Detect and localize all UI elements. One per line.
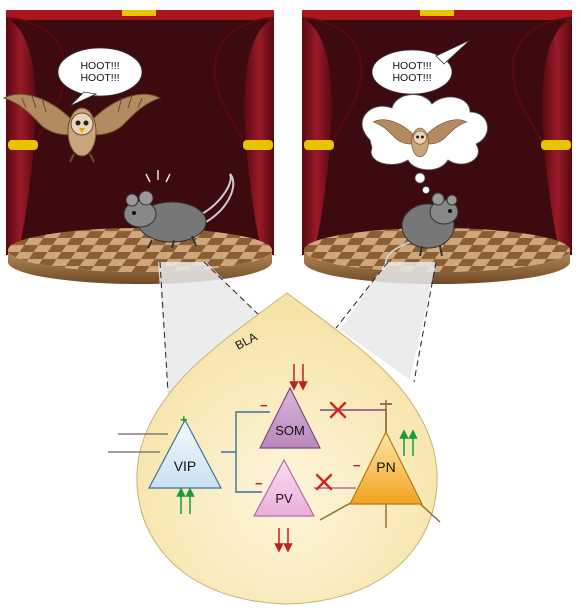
right-zoom-funnel <box>340 262 436 380</box>
vip-plus-sign: + <box>180 412 188 427</box>
som-block-cross-icon <box>329 401 347 419</box>
right-curtain-fold <box>301 17 363 146</box>
right-valance-clip <box>420 10 454 16</box>
pv-neuron <box>252 458 316 517</box>
left-dash-line-1 <box>159 261 169 393</box>
pn-increase-arrows <box>399 429 418 456</box>
left-stage-floor <box>8 228 272 272</box>
left-valance-clip <box>122 10 156 16</box>
left-curtain-left <box>6 18 36 252</box>
right-speech-bubble: HOOT!!! HOOT!!! <box>371 39 471 95</box>
right-curtain-left <box>302 18 332 252</box>
right-stage-floor <box>304 228 570 272</box>
left-curtain-fold-right <box>213 17 275 146</box>
pn-neuron <box>349 430 423 505</box>
right-dash-line-1 <box>335 261 389 329</box>
owl-icon <box>2 93 162 163</box>
som-minus-sign: − <box>260 398 268 413</box>
right-dash-line-2 <box>413 261 437 383</box>
left-speech-line2: HOOT!!! <box>80 72 119 84</box>
pv-decrease-arrows <box>274 528 293 553</box>
left-curtain-tieback <box>8 140 38 150</box>
pv-minus-sign: − <box>255 476 263 491</box>
left-curtain-fold <box>5 17 67 146</box>
left-stage-panel: HOOT!!! HOOT!!! <box>2 10 275 284</box>
vip-label: VIP <box>174 458 197 474</box>
right-mouse-icon <box>384 192 459 267</box>
left-zoom-funnel <box>158 262 262 395</box>
right-curtain-tieback-right <box>541 140 571 150</box>
thought-owl-icon <box>372 119 468 158</box>
right-curtain-fold-right <box>511 17 573 146</box>
som-label: SOM <box>275 423 305 438</box>
right-stage-rim <box>304 250 570 284</box>
right-stage-panel: HOOT!!! HOOT!!! <box>301 10 573 284</box>
left-curtain-right <box>244 18 274 252</box>
left-speech-line1: HOOT!!! <box>80 60 119 72</box>
vip-neuron <box>148 418 222 489</box>
som-neuron <box>259 386 321 449</box>
right-speech-line1: HOOT!!! <box>392 60 431 72</box>
pv-label: PV <box>275 491 293 506</box>
right-speech-line2: HOOT!!! <box>392 72 431 84</box>
left-speech-bubble: HOOT!!! HOOT!!! <box>57 47 143 107</box>
vip-increase-arrows <box>176 487 195 514</box>
pn-minus-sign: − <box>353 458 361 473</box>
left-dash-line-2 <box>203 261 263 319</box>
pn-label: PN <box>376 459 395 475</box>
startle-marks <box>145 170 171 183</box>
vip-to-pv-axon <box>235 452 262 493</box>
left-curtain-tieback-right <box>243 140 273 150</box>
som-decrease-arrows <box>289 364 308 391</box>
right-curtain-right <box>542 18 572 252</box>
left-mouse-icon <box>123 173 235 249</box>
vip-to-som-axon <box>221 411 270 453</box>
right-curtain-tieback <box>304 140 334 150</box>
pv-block-cross-icon <box>315 473 333 491</box>
